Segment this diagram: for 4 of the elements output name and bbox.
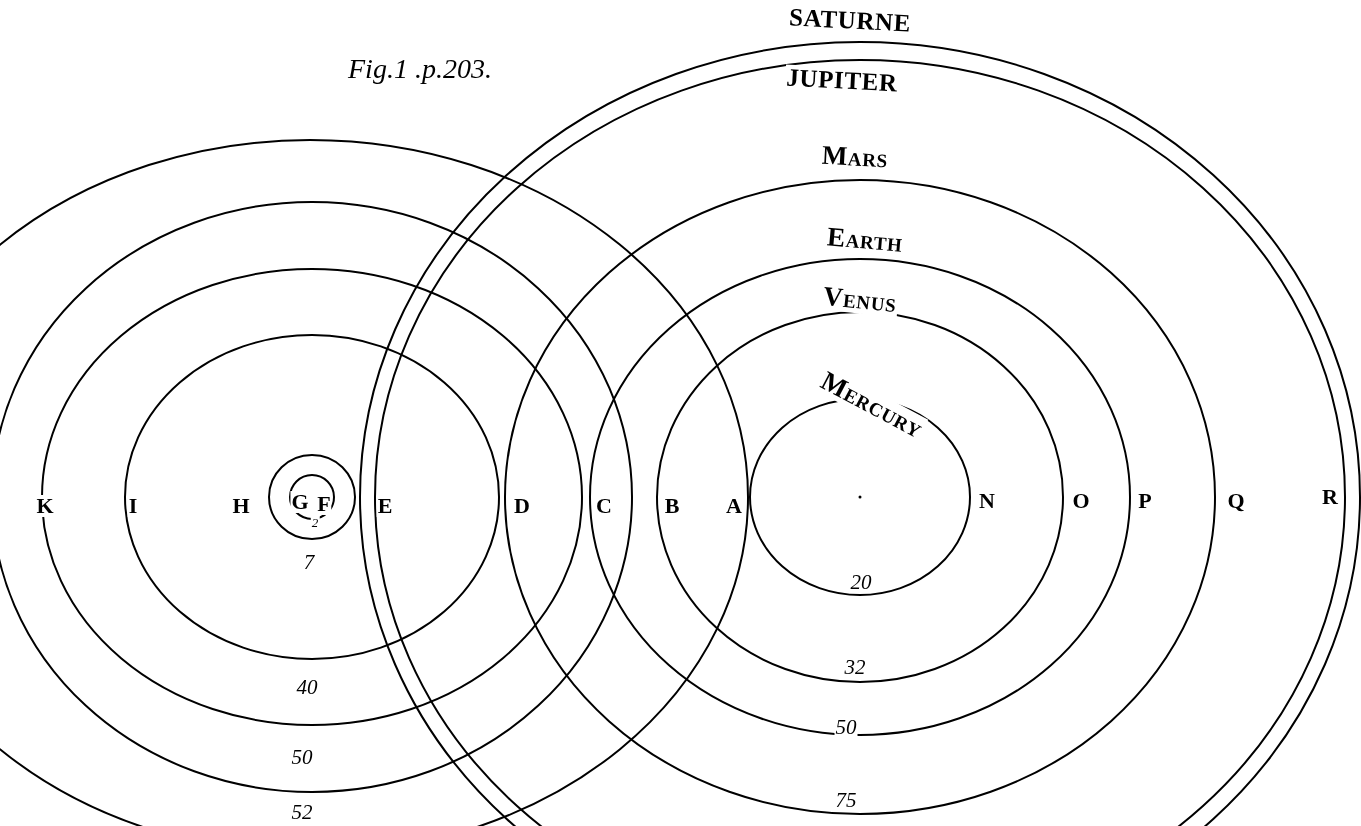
figure-title: Fig.1 .p.203. <box>348 52 492 86</box>
point-letter: K <box>35 495 55 517</box>
distance-number: 2 <box>310 515 320 529</box>
point-letter: G <box>290 491 310 513</box>
